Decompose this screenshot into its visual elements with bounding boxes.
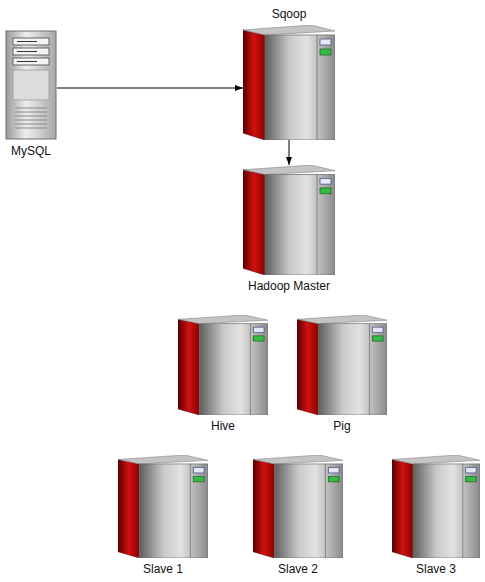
server-side: [392, 459, 413, 558]
tower-body: [6, 31, 56, 139]
server-led: [320, 188, 331, 194]
drive-bay: [13, 38, 49, 45]
tower-vent: [15, 108, 47, 109]
bay-slot: [17, 41, 37, 42]
server-cabinet-icon: [297, 315, 387, 415]
tower-vent: [15, 116, 47, 117]
server-top: [243, 165, 335, 175]
server-top: [297, 315, 387, 324]
server-button: [320, 178, 331, 184]
server-divider: [325, 464, 326, 558]
arrow-connector: [57, 88, 243, 89]
server-node: Hadoop Master: [243, 165, 335, 293]
server-side: [297, 319, 319, 415]
server-cabinet-icon: [243, 25, 335, 140]
server-divider: [317, 175, 318, 275]
tower-panel: [13, 70, 49, 100]
server-front: [140, 464, 208, 558]
server-label: Hive: [211, 419, 235, 433]
database-server-icon: [5, 30, 57, 140]
server-led: [193, 476, 204, 481]
server-label: Sqoop: [272, 7, 307, 21]
server-top: [392, 455, 480, 464]
server-label: MySQL: [11, 144, 51, 158]
server-button: [328, 468, 339, 473]
server-front: [275, 464, 343, 558]
server-divider: [462, 464, 463, 558]
server-led: [253, 336, 264, 341]
server-top: [178, 315, 268, 324]
server-label: Pig: [333, 419, 350, 433]
server-node: MySQL: [5, 30, 57, 158]
bay-slot: [17, 51, 37, 52]
server-node: Slave 1: [118, 455, 208, 576]
server-divider: [317, 35, 318, 140]
server-top: [253, 455, 343, 464]
server-led: [466, 476, 477, 481]
drive-bay: [13, 58, 49, 65]
server-cabinet-icon: [178, 315, 268, 415]
server-led: [372, 336, 383, 341]
server-node: Sqoop: [243, 7, 335, 140]
server-label: Slave 1: [143, 562, 183, 576]
server-front: [200, 324, 268, 415]
tower-vent: [15, 128, 47, 129]
server-side: [178, 319, 200, 415]
server-label: Hadoop Master: [248, 279, 330, 293]
drive-bay: [13, 48, 49, 55]
server-side: [243, 170, 265, 275]
server-side: [253, 459, 275, 558]
server-label: Slave 3: [416, 562, 456, 576]
server-top: [243, 25, 335, 35]
tower-vent: [15, 124, 47, 125]
server-button: [193, 468, 204, 473]
server-front: [265, 175, 335, 275]
server-button: [253, 327, 264, 332]
server-divider: [190, 464, 191, 558]
server-cabinet-icon: [253, 455, 343, 558]
server-led: [320, 49, 331, 55]
server-node: Slave 3: [392, 455, 480, 576]
server-button: [320, 39, 331, 45]
server-front: [413, 464, 480, 558]
server-node: Slave 2: [253, 455, 343, 576]
server-node: Pig: [297, 315, 387, 433]
server-side: [243, 30, 265, 140]
server-button: [372, 327, 383, 332]
server-side: [118, 459, 140, 558]
server-front: [319, 324, 387, 415]
server-cabinet-icon: [243, 165, 335, 275]
server-top: [118, 455, 208, 464]
arrow-connector: [289, 140, 290, 165]
tower-vent: [15, 112, 47, 113]
bay-slot: [17, 61, 37, 62]
server-cabinet-icon: [392, 455, 480, 558]
server-node: Hive: [178, 315, 268, 433]
server-divider: [369, 324, 370, 415]
server-divider: [250, 324, 251, 415]
server-led: [328, 476, 339, 481]
server-button: [466, 468, 477, 473]
tower-vent: [15, 120, 47, 121]
server-front: [265, 35, 335, 140]
server-label: Slave 2: [278, 562, 318, 576]
server-cabinet-icon: [118, 455, 208, 558]
